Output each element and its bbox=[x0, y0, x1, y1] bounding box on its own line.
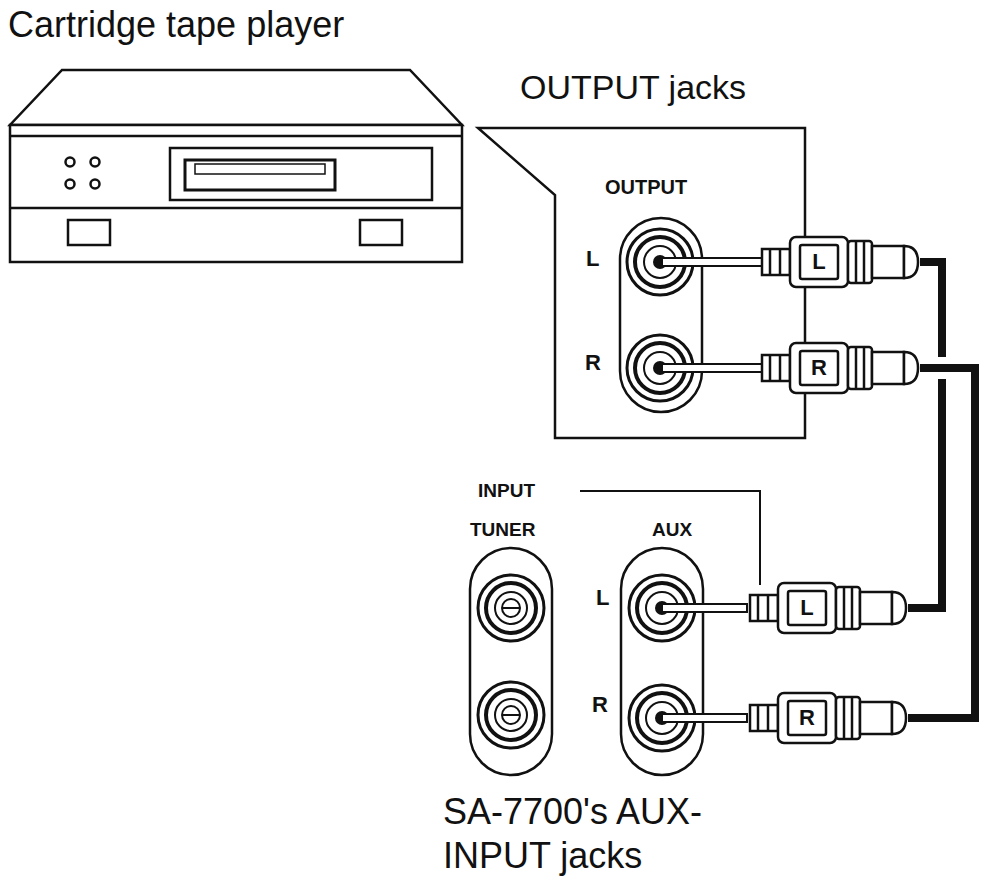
plug-label: R bbox=[788, 701, 826, 735]
channel-label: L bbox=[586, 246, 599, 271]
callout-box: OUTPUT jacksOUTPUT bbox=[555, 128, 805, 438]
cable-line bbox=[908, 262, 942, 608]
jack bbox=[478, 682, 544, 748]
device-caption: SA-7700's AUX- INPUT jacks bbox=[443, 790, 803, 878]
plug-label: L bbox=[800, 245, 838, 279]
cable-line bbox=[908, 368, 975, 718]
channel-label: L bbox=[596, 585, 609, 610]
leader-line bbox=[580, 491, 760, 585]
cable-gap bbox=[908, 262, 942, 608]
device-title: Cartridge tape player bbox=[8, 4, 344, 45]
jack-group-label: AUX bbox=[652, 519, 692, 541]
rca-plug-drawing bbox=[760, 340, 920, 396]
panel-label: OUTPUT bbox=[605, 176, 687, 199]
jack-group-label: TUNER bbox=[470, 519, 535, 541]
rca-plug-drawing bbox=[760, 234, 920, 290]
rca-plug: R bbox=[748, 690, 908, 746]
rca-plug: R bbox=[760, 340, 920, 396]
channel-label: R bbox=[585, 350, 601, 375]
cable bbox=[908, 262, 942, 608]
rca-plug: L bbox=[748, 580, 908, 636]
callout-outline bbox=[478, 128, 805, 438]
cable-gap bbox=[908, 368, 975, 718]
rca-plug-drawing bbox=[748, 690, 908, 746]
rca-plug: L bbox=[760, 234, 920, 290]
jack-panels bbox=[470, 218, 703, 775]
cable bbox=[908, 368, 975, 718]
rca-plug-drawing bbox=[748, 580, 908, 636]
plug-label: L bbox=[788, 591, 826, 625]
callout-heading: OUTPUT jacks bbox=[520, 68, 746, 107]
plug-label: R bbox=[800, 351, 838, 385]
jack-group-label: INPUT bbox=[478, 480, 535, 502]
channel-label: R bbox=[592, 692, 608, 717]
jack bbox=[478, 575, 544, 641]
tape-player-drawing bbox=[10, 70, 462, 262]
